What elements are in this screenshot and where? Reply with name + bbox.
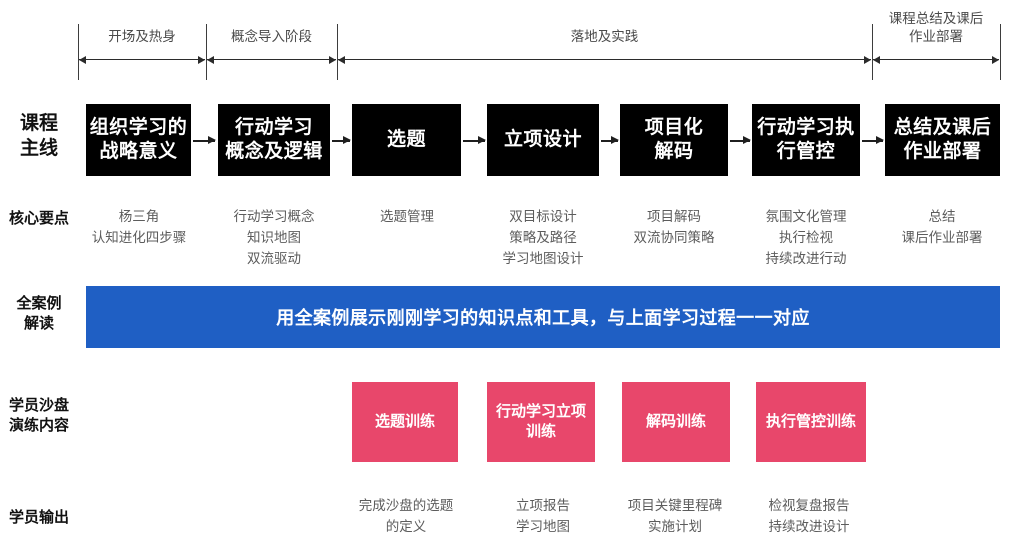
core-point-5: 氛围文化管理 执行检视 持续改进行动: [765, 209, 847, 266]
row-label-sandbox: 学员沙盘 演练内容: [8, 397, 69, 434]
output-cell-3: 检视复盘报告 持续改进设计: [768, 498, 850, 534]
flow-arrow-4: [730, 137, 751, 144]
output-cell-1: 立项报告 学习地图: [516, 498, 570, 534]
row-label-case-reading: 全案例 解读: [16, 295, 62, 332]
sandbox-box-1[interactable]: 行动学习立项 训练: [487, 382, 595, 462]
phase-arrow-2: [338, 55, 871, 64]
sandbox-box-2[interactable]: 解码训练: [622, 382, 730, 462]
core-point-6: 总结 课后作业部署: [901, 209, 983, 245]
phase-label-2: 落地及实践: [570, 29, 639, 44]
row-label-main-line: 课程 主线: [19, 113, 58, 159]
main-box-2[interactable]: 选题: [352, 104, 461, 176]
sandbox-box-3[interactable]: 执行管控训练: [756, 382, 866, 462]
output-cell-2: 项目关键里程碑 实施计划: [627, 498, 723, 534]
core-point-3: 双目标设计 策略及路径 学习地图设计: [502, 209, 584, 266]
flow-arrow-3: [601, 137, 619, 144]
phase-tick-4: [1000, 24, 1001, 80]
phase-label-0: 开场及热身: [108, 29, 176, 44]
main-box-5[interactable]: 行动学习执 行管控: [752, 104, 860, 176]
phase-tick-0: [78, 24, 79, 80]
core-point-2: 选题管理: [380, 209, 434, 224]
phase-tick-2: [337, 24, 338, 80]
phase-tick-1: [206, 24, 207, 80]
phase-arrow-0: [79, 55, 205, 64]
phase-arrow-3: [873, 55, 999, 64]
flow-arrow-1: [332, 137, 351, 144]
flow-arrow-0: [193, 137, 216, 144]
flow-arrow-5: [862, 137, 884, 144]
main-box-4[interactable]: 项目化 解码: [620, 104, 728, 176]
flow-arrow-2: [463, 137, 486, 144]
output-cell-0: 完成沙盘的选题 的定义: [358, 498, 454, 534]
main-box-1[interactable]: 行动学习 概念及逻辑: [218, 104, 330, 176]
phase-arrow-1: [207, 55, 336, 64]
core-point-4: 项目解码 双流协同策略: [633, 209, 715, 245]
main-box-6[interactable]: 总结及课后 作业部署: [885, 104, 1000, 176]
main-box-0[interactable]: 组织学习的 战略意义: [86, 104, 191, 176]
row-label-core-points: 核心要点: [8, 210, 69, 227]
core-point-1: 行动学习概念 知识地图 双流驱动: [233, 209, 315, 266]
sandbox-box-0[interactable]: 选题训练: [352, 382, 458, 462]
phase-tick-3: [872, 24, 873, 80]
main-box-3[interactable]: 立项设计: [487, 104, 599, 176]
core-point-0: 杨三角 认知进化四步骤: [91, 209, 187, 245]
row-label-output: 学员输出: [8, 509, 69, 526]
case-reading-banner[interactable]: 用全案例展示刚刚学习的知识点和工具，与上面学习过程一一对应: [86, 286, 1000, 348]
phase-label-3: 课程总结及课后 作业部署: [888, 11, 984, 45]
phase-label-1: 概念导入阶段: [231, 29, 312, 44]
